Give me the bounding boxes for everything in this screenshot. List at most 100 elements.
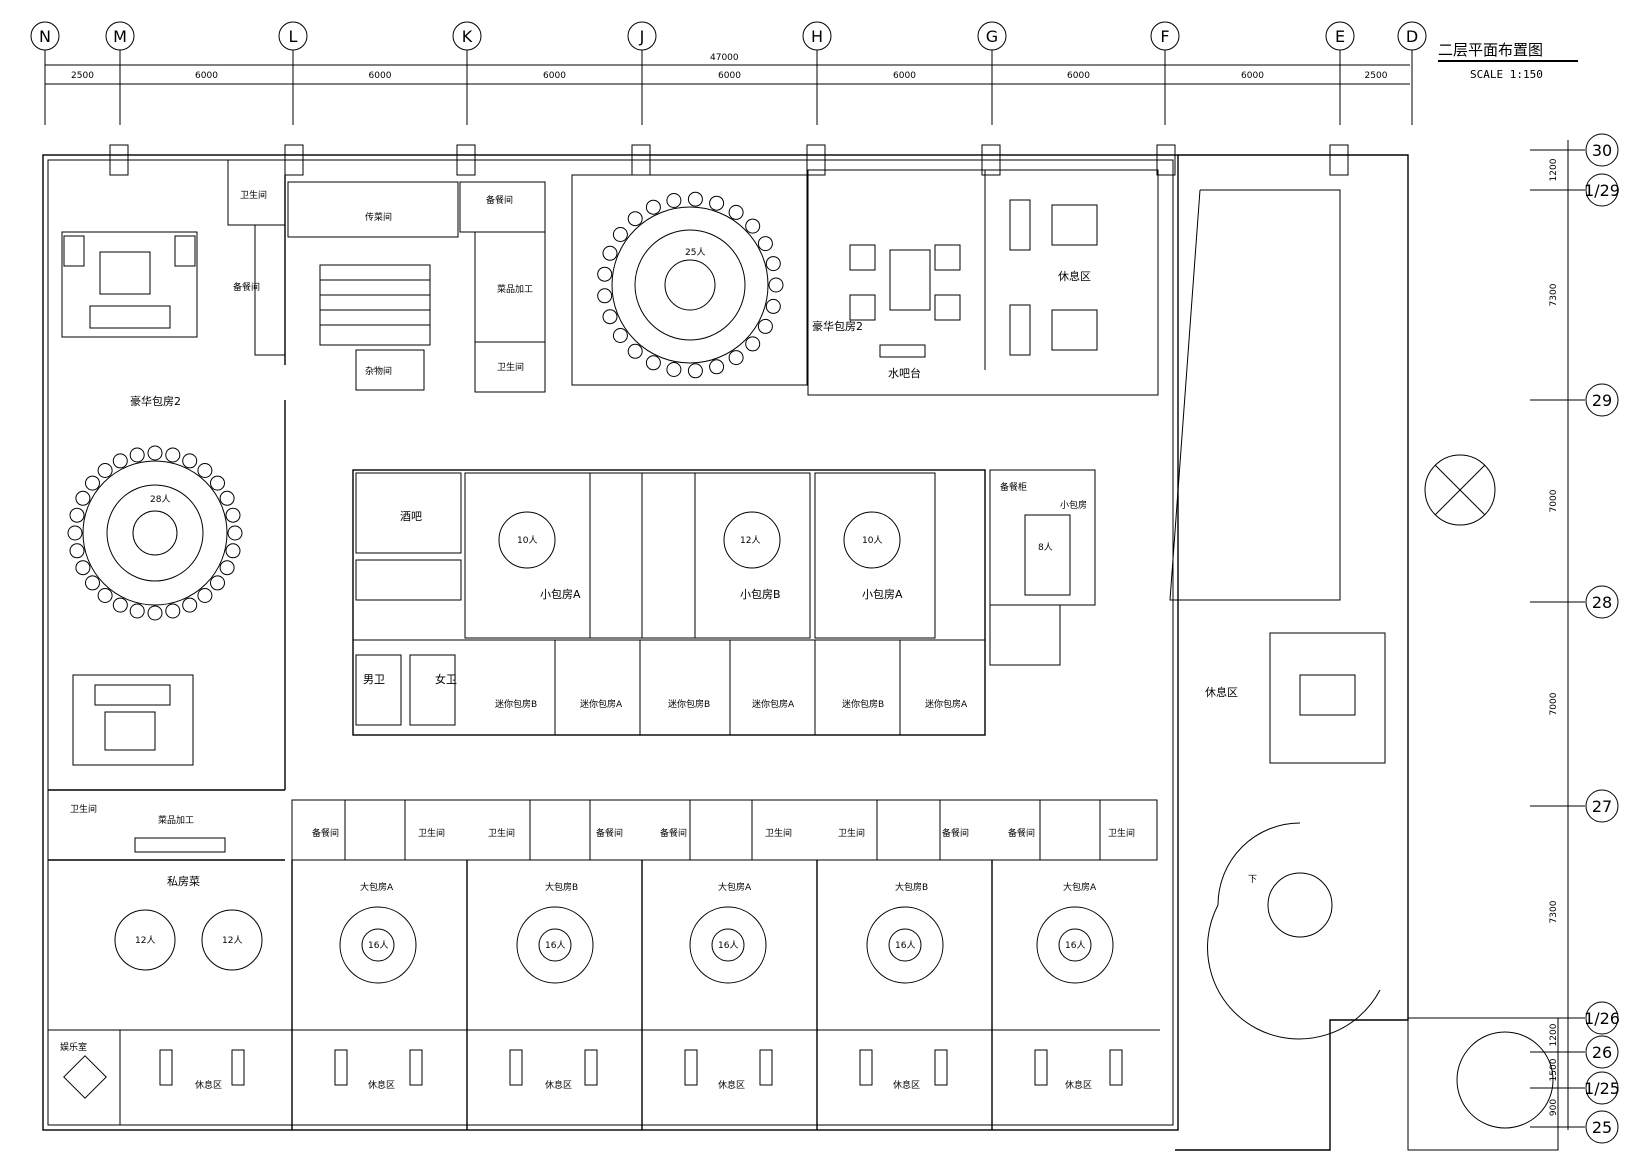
chair: [757, 318, 773, 334]
chair: [67, 525, 83, 541]
axis-bubble-26: [1585, 1035, 1619, 1069]
wc-bottom-left-label: 卫生间: [70, 803, 97, 815]
right-span-dimension: 1200: [1549, 158, 1559, 181]
chair: [709, 359, 725, 375]
pantry-b2-label: 备餐间: [596, 827, 623, 839]
rest-5-label: 休息区: [893, 1079, 920, 1091]
chair: [75, 560, 91, 576]
wc-b5-label: 卫生间: [1108, 827, 1135, 839]
axis-bubble-n: [30, 21, 60, 51]
chair: [182, 453, 198, 469]
wc-b2-label: 卫生间: [488, 827, 515, 839]
axis-label-29: 29: [1592, 391, 1612, 410]
food-processing-2-label: 菜品加工: [158, 814, 194, 826]
chair: [112, 597, 128, 613]
chair: [225, 543, 241, 559]
seats-12a-label: 12人: [135, 935, 155, 946]
chair: [597, 288, 613, 304]
service-strip-bottom: 备餐间 卫生间 卫生间 备餐间 备餐间 卫生间 卫生间 备餐间 备餐间 卫生间: [291, 799, 1158, 861]
vip-room-label: 豪华包房2: [812, 319, 863, 333]
axis-bubble-l: [278, 21, 308, 51]
rest-1-label: 休息区: [195, 1079, 222, 1091]
seats-12-label: 12人: [740, 535, 760, 546]
chair: [627, 211, 643, 227]
wc-male-label: 男卫: [363, 673, 385, 686]
mini-b2-label: 迷你包房B: [668, 698, 710, 710]
plan-title: 二层平面布置图: [1438, 41, 1543, 59]
pantry-b1-label: 备餐间: [312, 827, 339, 839]
pantry-left-label: 备餐间: [233, 281, 260, 293]
lounge-right: 休息区 下: [1169, 189, 1554, 1129]
chair: [210, 575, 225, 591]
lounge-right-label: 休息区: [1205, 685, 1238, 699]
chair: [602, 245, 618, 261]
pantry-b3-label: 备餐间: [660, 827, 687, 839]
seats-8-label: 8人: [1038, 542, 1053, 553]
storage-label: 杂物间: [365, 365, 392, 377]
small-room-8-label: 小包房: [1060, 499, 1087, 511]
top-span-dimension: 2500: [71, 71, 94, 81]
right-span-dimension: 7000: [1549, 692, 1559, 715]
chair: [219, 490, 235, 506]
chair: [182, 597, 198, 613]
chair: [627, 343, 643, 359]
axis-bubble-30: [1585, 133, 1619, 167]
axis-bubble-25: [1585, 1110, 1619, 1144]
chair: [165, 447, 181, 463]
rest-4-label: 休息区: [718, 1079, 745, 1091]
chair: [768, 277, 784, 293]
axis-label-1-25: 1/25: [1584, 1079, 1620, 1098]
title-block: 二层平面布置图 SCALE 1:150: [1438, 41, 1578, 81]
axis-label-l: L: [289, 27, 298, 46]
axis-label-g: G: [986, 27, 998, 46]
top-span-dimension: 6000: [1067, 71, 1090, 81]
axis-bubble-29: [1585, 383, 1619, 417]
mini-a3-label: 迷你包房A: [925, 698, 968, 710]
axis-bubble-g: [977, 21, 1007, 51]
axis-label-27: 27: [1592, 797, 1612, 816]
table-25-label: 25人: [685, 247, 705, 258]
chair: [687, 191, 703, 207]
small-room-a2-label: 小包房A: [862, 588, 903, 601]
entertainment-label: 娱乐室: [60, 1041, 87, 1053]
chair: [147, 605, 163, 621]
mini-a2-label: 迷你包房A: [752, 698, 795, 710]
axis-bubble-e: [1325, 21, 1355, 51]
chair: [85, 475, 100, 491]
axis-label-1-26: 1/26: [1584, 1009, 1620, 1028]
axis-label-k: K: [462, 27, 473, 46]
axis-label-j: J: [639, 27, 645, 46]
mini-b1-label: 迷你包房B: [495, 698, 537, 710]
axis-bubble-28: [1585, 585, 1619, 619]
axis-label-n: N: [39, 27, 51, 46]
chair: [709, 195, 725, 211]
axis-bubble-1-29: [1585, 173, 1619, 207]
chair: [745, 336, 761, 352]
top-span-dimension: 6000: [718, 71, 741, 81]
total-dimension: 47000: [710, 53, 739, 63]
axis-label-e: E: [1335, 27, 1345, 46]
chair: [757, 236, 773, 252]
axis-bubble-h: [802, 21, 832, 51]
big-a1-label: 大包房A: [360, 881, 394, 893]
axis-bubble-1-25: [1585, 1071, 1619, 1105]
pantry-b4-label: 备餐间: [942, 827, 969, 839]
chair: [197, 463, 213, 478]
axis-bubble-f: [1150, 21, 1180, 51]
chair: [210, 475, 225, 491]
chair: [147, 445, 163, 461]
axis-label-26: 26: [1592, 1043, 1612, 1062]
wine-cabinet-label: 备餐柜: [1000, 481, 1027, 493]
right-span-dimension: 7300: [1549, 283, 1559, 306]
top-span-dimension: 6000: [543, 71, 566, 81]
chair: [112, 453, 128, 469]
chair: [225, 507, 241, 523]
chair: [666, 362, 682, 377]
axis-label-1-29: 1/29: [1584, 181, 1620, 200]
table-28-label: 28人: [150, 494, 170, 505]
chair: [197, 588, 213, 603]
right-axis-grid: 301/292928271/26261/25251200730070007000…: [1530, 133, 1620, 1144]
rest-3-label: 休息区: [545, 1079, 572, 1091]
bar-label: 酒吧: [400, 510, 422, 523]
